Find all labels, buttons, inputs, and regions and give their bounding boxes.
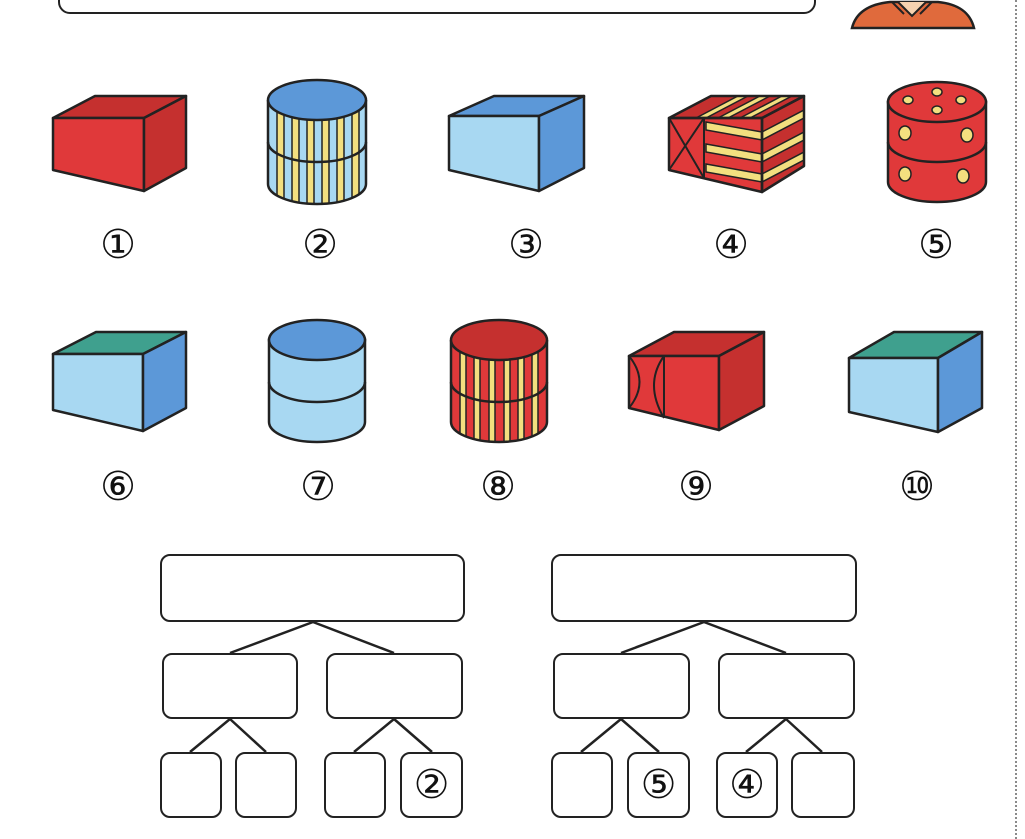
shape-number-8: ⑧ xyxy=(480,464,516,510)
striped-red-cuboid-shape xyxy=(667,94,806,194)
tree1-leaf-1-box[interactable] xyxy=(160,752,222,818)
tree2-leaf-1-box[interactable] xyxy=(551,752,613,818)
tree1-leaf-2-box[interactable] xyxy=(235,752,297,818)
page-edge-dotted-line xyxy=(1015,0,1017,839)
light-blue-teal-cuboid-shape xyxy=(847,330,984,434)
tree2-leaf-3-box[interactable]: ④ xyxy=(716,752,778,818)
shape-number-7: ⑦ xyxy=(300,464,336,510)
shape-number-3: ③ xyxy=(508,222,544,268)
tree2-leaf-3-text: ④ xyxy=(729,762,765,808)
red-cuboid-shape xyxy=(51,94,188,193)
red-cuboid-x-shape xyxy=(627,330,766,432)
striped-blue-cylinder-shape xyxy=(266,78,368,206)
tree2-mid-left-box[interactable] xyxy=(553,653,690,719)
tree2-top-box[interactable] xyxy=(551,554,857,622)
light-blue-cylinder-shape xyxy=(267,318,367,444)
blue-teal-cuboid-shape xyxy=(51,330,188,433)
shape-number-10: ⑩ xyxy=(899,464,935,510)
shape-number-5: ⑤ xyxy=(918,222,954,268)
tree2-mid-right-box[interactable] xyxy=(718,653,855,719)
person-illustration xyxy=(850,0,976,30)
shape-number-2: ② xyxy=(302,222,338,268)
tree1-mid-left-box[interactable] xyxy=(162,653,298,719)
tree2-leaf-2-text: ⑤ xyxy=(640,762,677,808)
shape-number-9: ⑨ xyxy=(678,464,714,510)
tree1-mid-right-box[interactable] xyxy=(326,653,463,719)
dotted-red-cylinder-shape xyxy=(886,80,988,204)
shape-number-1: ① xyxy=(100,222,136,268)
tree1-leaf-4-box[interactable]: ② xyxy=(400,752,463,818)
tree1-leaf-3-box[interactable] xyxy=(324,752,386,818)
shape-number-6: ⑥ xyxy=(100,464,136,510)
tree1-leaf-4-text: ② xyxy=(413,762,450,808)
shape-number-4: ④ xyxy=(713,222,749,268)
tree2-leaf-2-box[interactable]: ⑤ xyxy=(627,752,690,818)
tree1-top-box[interactable] xyxy=(160,554,465,622)
light-blue-cuboid-shape xyxy=(447,94,586,193)
tree2-leaf-4-box[interactable] xyxy=(791,752,855,818)
striped-red-cylinder-shape xyxy=(449,318,549,444)
